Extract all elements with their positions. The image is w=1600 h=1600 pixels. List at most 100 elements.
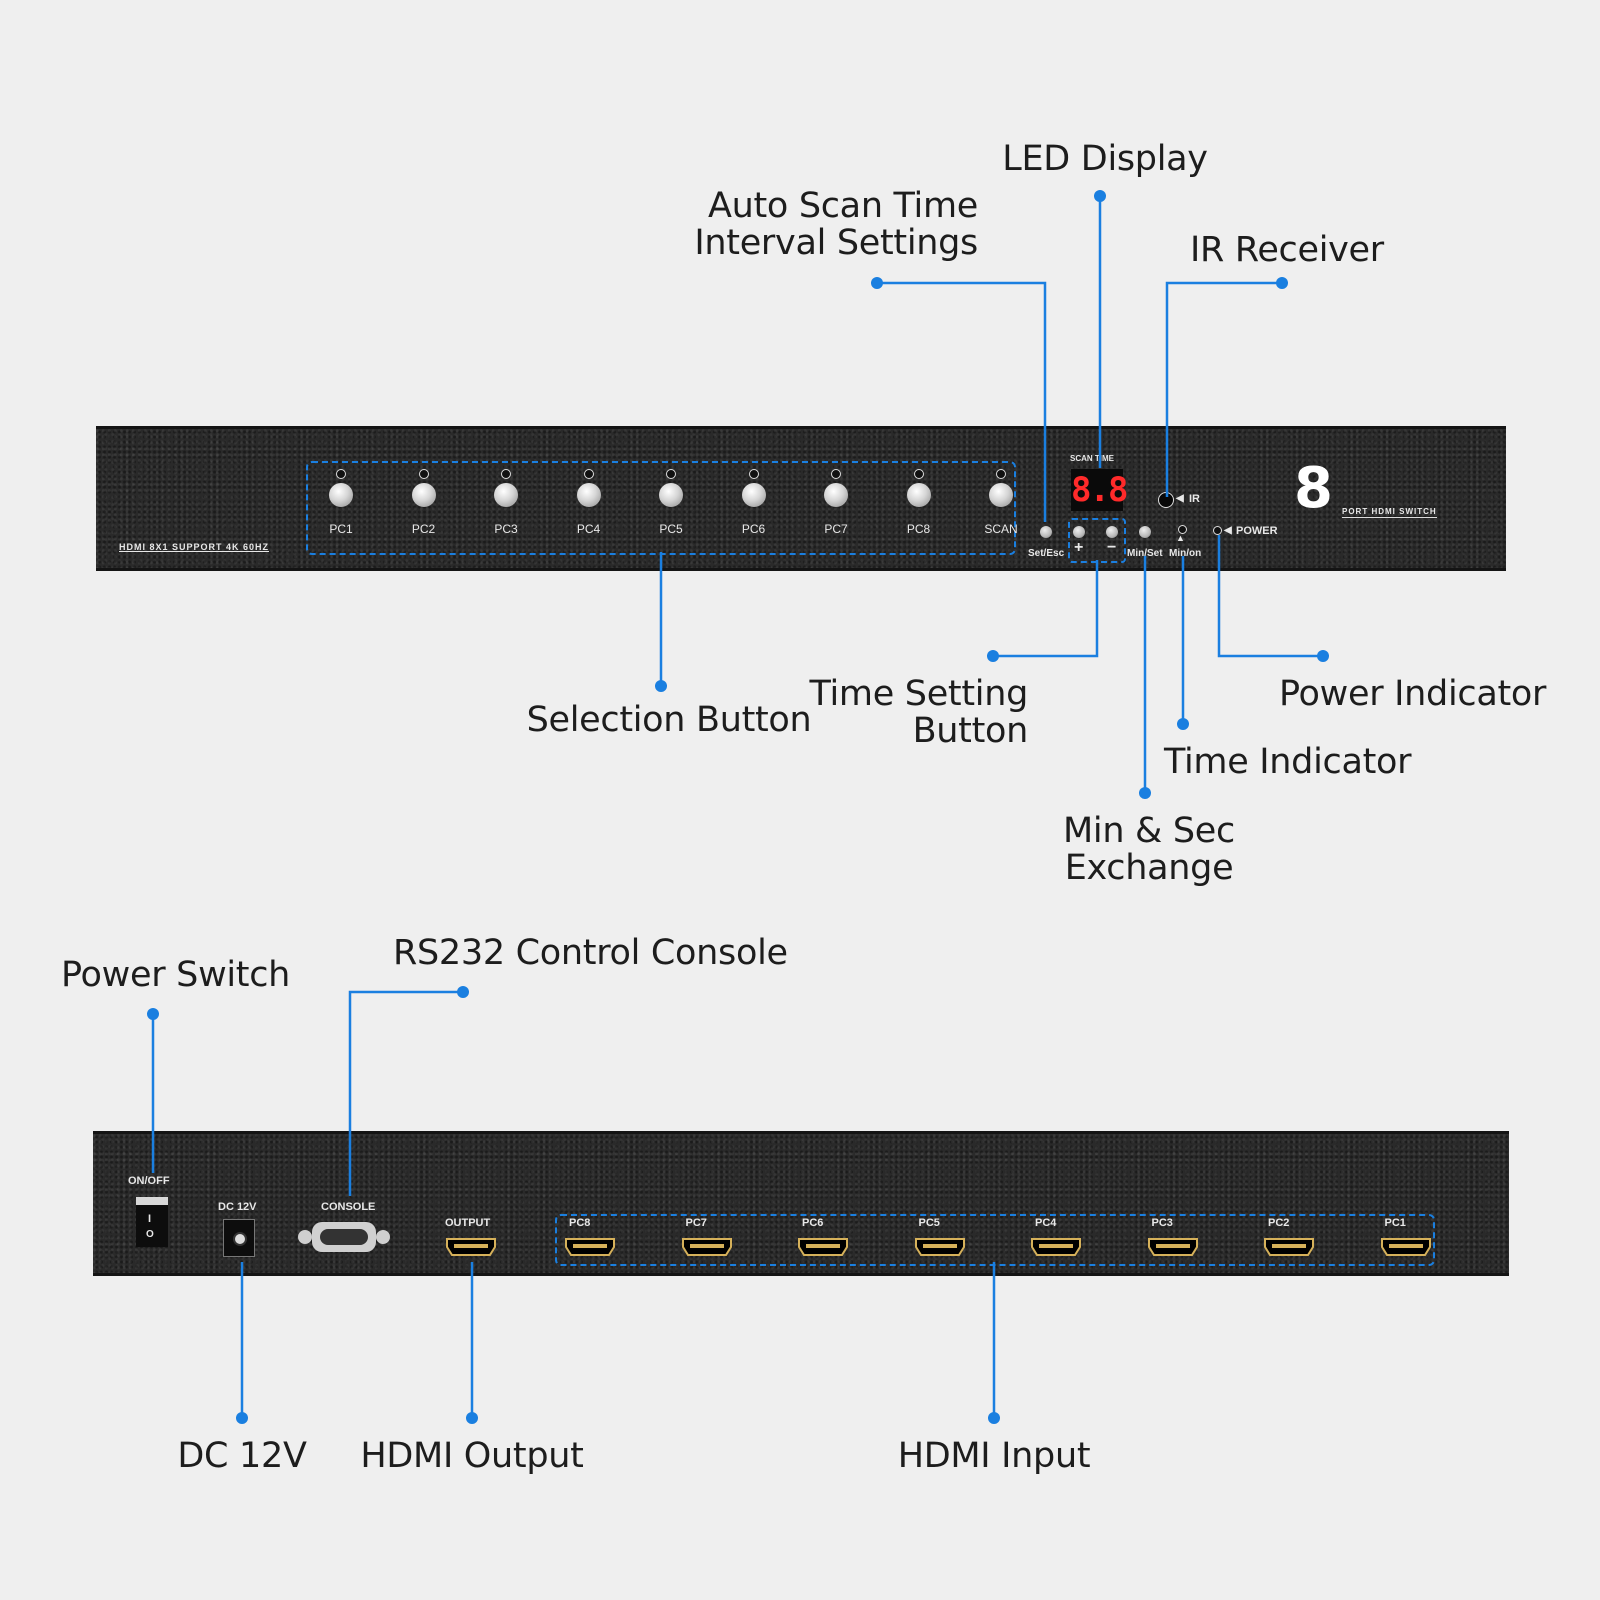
db9-console-port[interactable] [298,1220,390,1254]
selection-button-pc8[interactable] [906,483,931,507]
dc-dot [236,1412,248,1424]
hdmi-input-port-pc5[interactable] [914,1238,965,1256]
power-switch-callout: Power Switch [61,955,291,995]
power-indicator-leader [1217,535,1323,658]
model-text: HDMI 8X1 SUPPORT 4K 60HZ [119,542,270,552]
time-indicator-arrow: ▲ [1176,533,1185,543]
hdmi-input-port-pc6[interactable] [798,1238,848,1256]
hdmi-input-dot [988,1412,1000,1424]
auto-scan-line2: Interval Settings [694,223,978,263]
hdmi-input-port-pc8[interactable] [565,1238,615,1256]
auto-scan-callout: Auto Scan Time Interval Settings [640,188,978,262]
hdmi-input-label: PC6 [802,1217,824,1229]
time-setting-callout: Time Setting Button [790,674,1029,751]
min-sec-line2: Exchange [1064,848,1234,888]
selection-led [913,469,924,479]
hdmi-input-callout: HDMI Input [897,1436,1091,1476]
led-display-dot [1094,190,1106,202]
auto-scan-line1: Auto Scan Time [707,186,978,226]
hdmi-input-label: PC3 [1151,1217,1173,1229]
min-set-label: Min/Set [1127,548,1163,559]
selection-led [583,469,594,479]
power-indicator-dot [1317,650,1329,662]
plus-label: + [1074,539,1084,556]
db9-screw-right-icon [376,1230,390,1244]
selection-button-pc2[interactable] [411,483,436,507]
ir-label-arrow: ◀ [1176,493,1184,504]
time-setting-line2: Button [912,711,1029,751]
time-setting-line1: Time Setting [809,674,1029,714]
selection-button-scan[interactable] [989,483,1013,507]
hdmi-output-dot [466,1412,478,1424]
brand-number: 8 [1294,456,1333,521]
selection-button-pc1[interactable] [329,483,353,507]
dc-label: DC 12V [218,1201,257,1213]
selection-button-pc7[interactable] [824,483,848,507]
min-sec-line1: Min & Sec [1063,811,1235,851]
hdmi-input-label: PC8 [569,1217,591,1229]
time-indicator-led [1178,525,1187,534]
auto-scan-leader [877,281,1047,522]
minus-button[interactable] [1106,526,1118,538]
power-switch[interactable]: I O [136,1197,168,1247]
selection-button-pc4[interactable] [576,483,601,507]
selection-button-label: PC3 [494,522,518,536]
hdmi-input-label: PC2 [1268,1217,1290,1229]
set-esc-button[interactable] [1040,526,1052,538]
selection-button-dot [655,680,667,692]
min-set-button[interactable] [1139,526,1151,538]
on-off-label: ON/OFF [128,1175,170,1187]
scan-time-label: SCAN TIME [1070,454,1114,463]
selection-button-label: PC8 [906,522,931,536]
ir-receiver-leader [1165,281,1282,497]
switch-on-mark: I [148,1213,152,1225]
set-esc-label: Set/Esc [1028,548,1065,559]
switch-off-mark: O [146,1229,154,1240]
selection-button-label: PC6 [741,522,766,536]
hdmi-input-label: PC4 [1035,1217,1057,1229]
hdmi-input-port-pc4[interactable] [1031,1238,1081,1256]
selection-button-label: SCAN [984,522,1018,536]
rs232-dot [457,986,469,998]
ir-receiver-callout: IR Receiver [1190,230,1384,270]
hdmi-input-port-pc1[interactable] [1380,1238,1431,1256]
hdmi-output-port[interactable] [446,1238,496,1256]
rs232-leader [348,990,463,1196]
selection-led [996,469,1006,479]
ir-label: IR [1189,493,1200,505]
led-display: 8.8 [1071,469,1128,511]
selection-led [418,469,429,479]
selection-button-pc5[interactable] [659,483,683,507]
selection-button-callout: Selection Button [526,700,812,740]
time-indicator-callout: Time Indicator [1164,742,1412,782]
selection-button-label: PC7 [824,522,848,536]
brand-text: PORT HDMI SWITCH [1342,507,1437,518]
selection-button-pc6[interactable] [741,483,766,507]
dc-jack [223,1219,255,1257]
time-setting-leader [993,560,1099,658]
hdmi-input-port-pc2[interactable] [1264,1238,1314,1256]
plus-button[interactable] [1073,526,1085,538]
selection-button-label: PC1 [329,522,353,536]
power-indicator-callout: Power Indicator [1279,674,1547,714]
power-label-arrow: ◀ [1224,525,1232,536]
power-indicator-led [1213,526,1222,535]
selection-button-pc3[interactable] [494,483,518,507]
selection-led [336,469,346,479]
output-label: OUTPUT [445,1217,491,1229]
hdmi-input-label: PC5 [918,1217,940,1229]
led-display-callout: LED Display [1002,139,1208,179]
rs232-callout: RS232 Control Console [393,933,788,973]
led-value: 8.8 [1071,470,1128,510]
hdmi-input-port-pc3[interactable] [1147,1238,1198,1256]
dc-12v-callout: DC 12V [177,1436,307,1476]
selection-button-label: PC2 [411,522,436,536]
console-label: CONSOLE [321,1201,376,1213]
time-indicator-dot [1177,718,1189,730]
hdmi-input-port-pc7[interactable] [681,1238,732,1256]
ir-receiver-dot [1276,277,1288,289]
min-sec-dot [1139,787,1151,799]
